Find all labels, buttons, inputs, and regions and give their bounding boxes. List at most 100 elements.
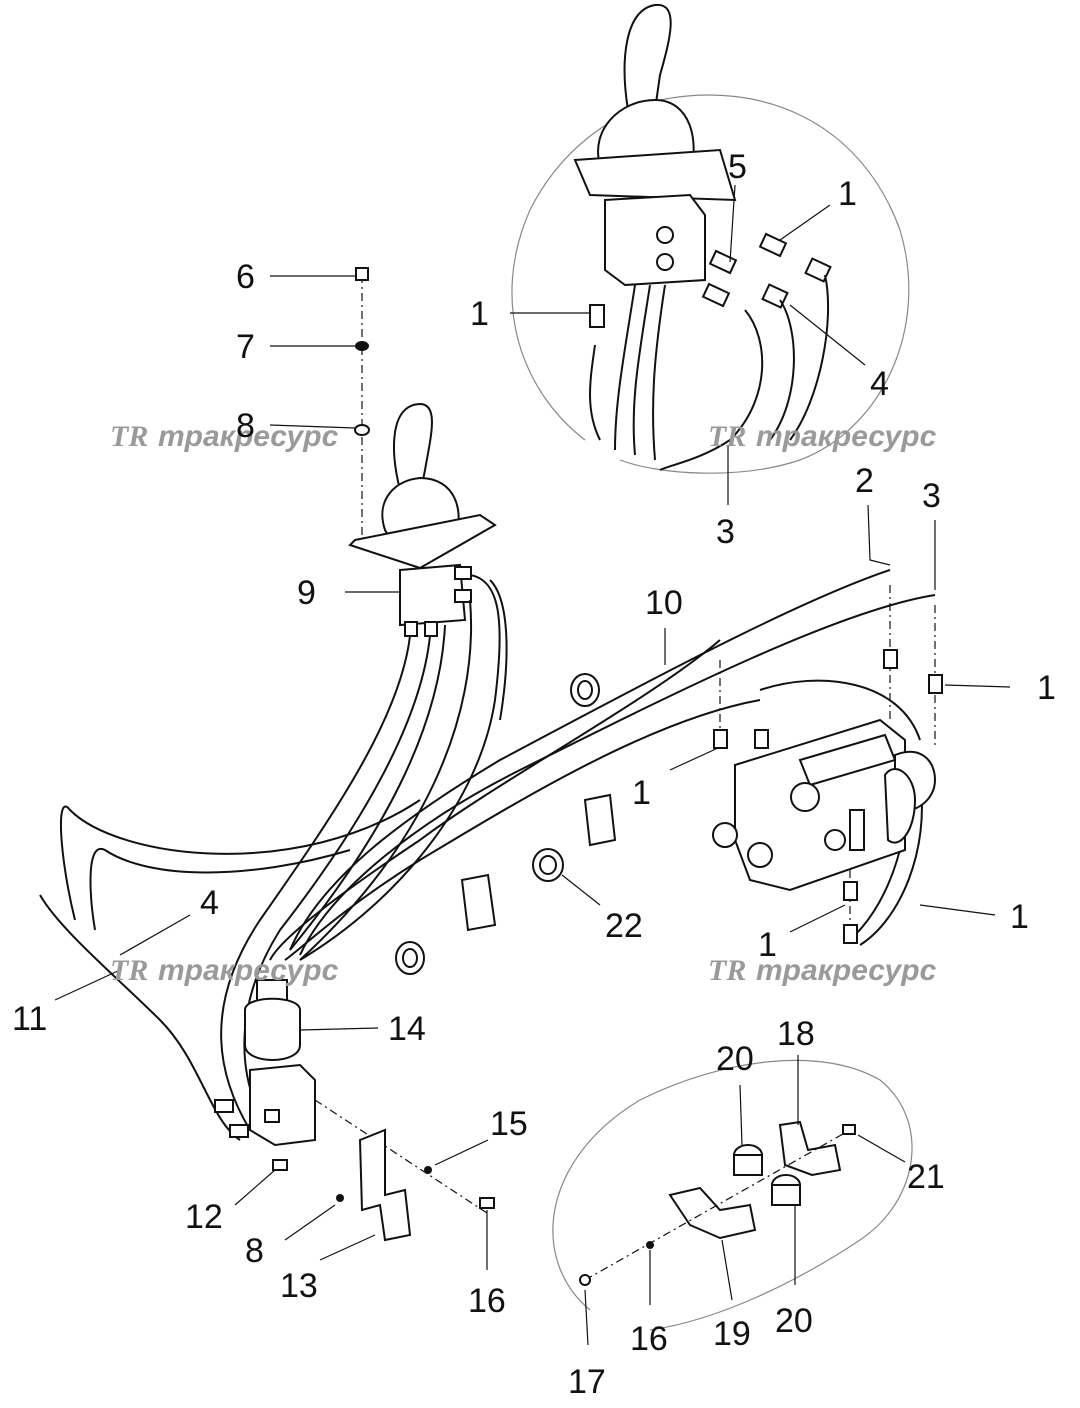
accumulator-15 [244,997,301,1061]
detail-fitting-lower [701,282,731,308]
callout-3: 3 [922,477,941,515]
callout-17: 16 [468,1282,506,1320]
ring-upper-hole [577,680,593,700]
leader-1b [779,204,831,241]
clamp-detail-view [552,1059,913,1331]
leader-1d [669,747,719,771]
nut-18 [579,1274,591,1286]
hose-4-loop [59,799,421,921]
leader-21 [857,1134,906,1163]
hose-main-1 [220,635,411,1131]
callout-1: 1 [470,295,489,333]
callout-8: 8 [245,1232,264,1270]
callout-15: 14 [388,1010,426,1048]
detail-port-lower [656,253,674,271]
callout-1: 1 [1037,669,1056,707]
hose-4-loop-2 [89,847,351,931]
callout-18: 17 [568,1363,606,1401]
fitting-1-b [754,729,769,749]
clamp-upper [583,793,617,847]
hose-main-4 [299,599,472,961]
watermark-text: тракресурс [158,954,339,987]
control-valve-block [712,718,937,892]
loose-parts [395,673,617,975]
leader-12 [54,969,121,1001]
detail-hose-6 [769,299,795,441]
leader-22 [561,874,601,906]
callout-labels: 6 7 8 9 1 5 1 4 3 2 3 10 1 1 1 1 22 4 11… [12,148,1056,1401]
detail-hose-5 [659,309,764,471]
hose-main-5 [299,574,501,961]
leader-1c [944,684,1011,688]
valve-port-c [454,566,472,580]
pilot-valve-10 [399,563,467,627]
main-joystick-assembly [348,267,497,637]
detail-fitting-left [589,304,605,328]
valve-port-left [712,822,738,848]
callout-3: 2 [855,462,874,500]
fitting-1-d [928,674,943,694]
clamp-lower [460,873,497,932]
callout-21: 21 [907,1158,945,1196]
bracket-14 [358,1128,412,1242]
fitting-1-e [843,881,858,901]
callout-12: 11 [12,1000,47,1038]
callout-6: 5 [728,148,747,186]
leader-lines [54,184,1011,1346]
callout-10: 9 [297,574,316,612]
callout-7: 6 [236,258,255,296]
hose-main-6 [489,579,508,721]
leader-15 [299,1027,379,1031]
leader-5 [789,304,866,366]
bolt-13 [272,1159,288,1171]
watermark-text: тракресурс [756,954,937,987]
watermark-4: TR тракресурс [708,954,937,987]
washer-8-lower [336,1194,344,1202]
callout-1: 1 [632,774,651,812]
valve-lever-cover [883,768,917,844]
leader-1e [789,904,846,933]
bolt-21 [842,1124,856,1135]
accumulator-assembly [214,979,495,1242]
hose-bundle [39,569,936,1141]
fitting-1-c [883,649,898,669]
detail-hose-3 [632,284,651,456]
callout-5: 4 [870,365,889,403]
centerline-bracket [314,1099,491,1216]
fitting-1-a [713,729,728,749]
callout-20: 20 [716,1040,754,1078]
bushing-20-bottom-body [771,1184,801,1206]
watermark-logo: TR [708,954,746,987]
bolt-7 [355,267,369,281]
joystick-mount-plate [348,513,497,570]
hose-long-b [299,594,936,956]
clamp-detail-outline [552,1059,913,1331]
hose-long-a [289,569,891,951]
centerline-clamp [584,1129,851,1281]
detail-hose-7 [789,274,830,441]
detail-nut-5 [761,283,789,309]
valve-port-main [790,782,820,812]
watermark-logo: TR [110,954,148,987]
hose-right-loop [759,679,921,741]
ring-lower-hole [402,948,418,968]
leader-9 [269,424,356,429]
callout-16: 15 [490,1105,528,1143]
hose-main-2 [243,635,431,1126]
detail-joystick-plate [573,148,737,202]
bolt-17 [479,1197,495,1209]
callout-14: 13 [280,1267,318,1305]
detail-hose-4 [652,284,666,461]
leader-14 [319,1234,376,1261]
valve-port-b [424,621,438,637]
watermark-logo: TR [708,420,746,453]
leader-6 [729,184,736,263]
detail-fitting-6 [708,249,738,275]
hose-long-c [284,699,761,961]
hose-12 [39,894,241,1141]
callout-1: 1 [838,175,857,213]
callout-19: 19 [713,1315,751,1353]
joystick-handle [393,402,433,497]
callout-9: 8 [236,407,255,445]
watermark-text: тракресурс [756,420,937,453]
